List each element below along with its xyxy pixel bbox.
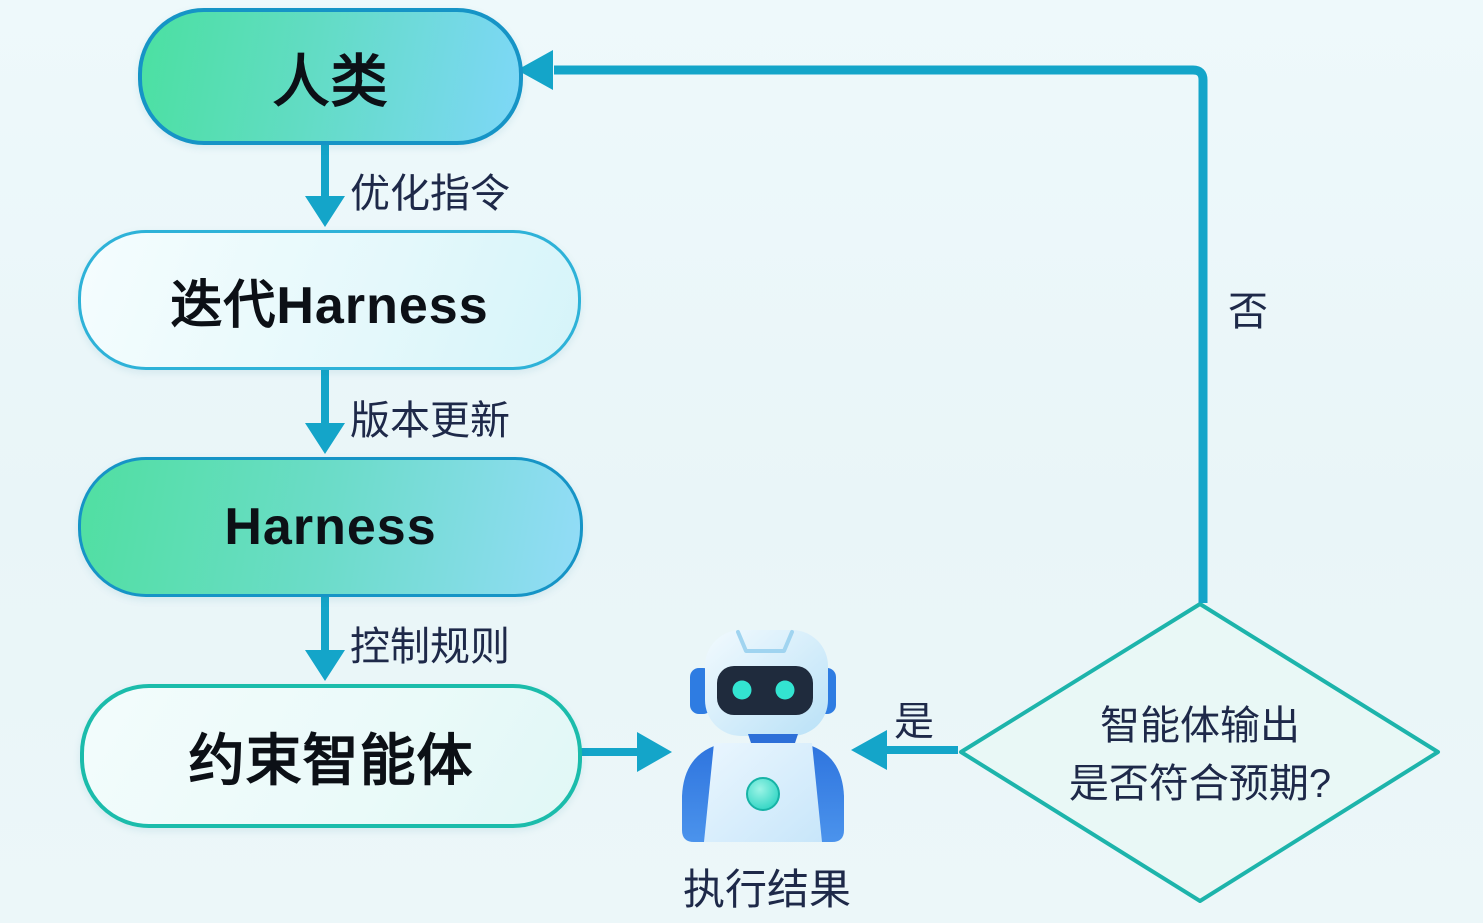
node-harness: Harness: [78, 457, 583, 597]
robot-visor: [736, 630, 794, 653]
arrowhead-decision-to-robot: [851, 730, 887, 770]
robot-chest-badge: [746, 777, 780, 811]
edge-label-control-rules: 控制规则: [350, 625, 510, 669]
arrowhead-harness-to-agent: [305, 650, 345, 681]
node-iterate-harness: 迭代Harness: [78, 230, 581, 370]
robot-face: [717, 666, 813, 715]
decision-line1: 智能体输出: [1100, 704, 1300, 748]
robot-icon: [682, 630, 844, 842]
arrowhead-decision-to-human: [517, 50, 553, 90]
node-constrained-agent-label: 约束智能体: [188, 728, 474, 792]
decision-diamond-label: 智能体输出 是否符合预期?: [990, 697, 1410, 813]
edge-label-version-update: 版本更新: [350, 399, 510, 443]
arrowhead-iterate-to-harness: [305, 423, 345, 454]
edge-label-execution-result: 执行结果: [682, 866, 851, 913]
node-iterate-harness-label: 迭代Harness: [170, 276, 489, 335]
edge-label-yes: 是: [894, 700, 934, 744]
robot-right-eye: [775, 680, 795, 700]
edge-label-optimize-instructions: 优化指令: [350, 172, 510, 216]
edge-label-no: 否: [1228, 290, 1268, 334]
decision-diamond-shape: [959, 602, 1440, 903]
arrowhead-agent-to-robot: [637, 732, 672, 772]
robot-left-eye: [732, 680, 752, 700]
node-human: 人类: [138, 8, 523, 145]
node-harness-label: Harness: [224, 498, 437, 556]
arrowhead-human-to-iterate: [305, 196, 345, 227]
node-constrained-agent: 约束智能体: [80, 684, 582, 828]
arrow-decision-to-human: [554, 65, 1208, 603]
decision-line2: 是否符合预期?: [1068, 762, 1332, 806]
node-human-label: 人类: [272, 49, 389, 114]
